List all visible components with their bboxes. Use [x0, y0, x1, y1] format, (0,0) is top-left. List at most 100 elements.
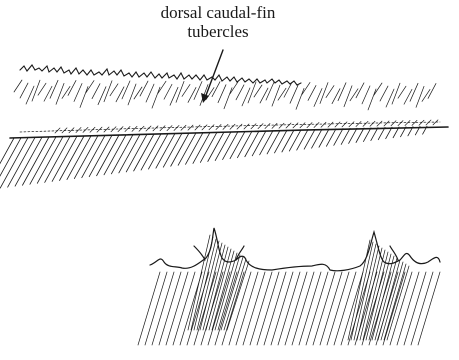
upper-hatch-stroke [74, 84, 82, 102]
upper-hatch-stroke [350, 89, 358, 101]
upper-hatch-stroke [224, 88, 232, 109]
closeup-hatch-stroke [313, 272, 335, 345]
upper-hatch-stroke [404, 89, 412, 104]
upper-hatch-stroke [230, 124, 235, 129]
lower-hatch-stroke [8, 137, 35, 187]
closeup-hatch-stroke [215, 253, 237, 330]
upper-hatch-stroke [128, 84, 136, 105]
upper-hatch-stroke [392, 83, 400, 104]
closeup-outline [150, 228, 440, 271]
tail-edge-drawing [0, 50, 448, 190]
upper-hatch-stroke [55, 128, 60, 133]
upper-hatch-stroke [368, 89, 376, 110]
lower-hatch-stroke [15, 137, 42, 186]
upper-hatch-stroke [56, 83, 64, 104]
closeup-hatch-stroke [306, 272, 328, 345]
closeup-hatch-stroke [221, 257, 243, 330]
upper-hatch-stroke [260, 88, 268, 103]
upper-hatch-stroke [374, 83, 382, 95]
annotation-arrow [205, 50, 223, 98]
upper-hatch-stroke [134, 87, 142, 99]
lower-hatch-stroke [67, 136, 91, 180]
upper-hatch-stroke [209, 125, 214, 130]
closeup-hatch-stroke [418, 272, 440, 345]
upper-hatch-stroke [272, 123, 277, 128]
upper-hatch-stroke [244, 124, 249, 129]
upper-hatch-stroke [110, 84, 118, 96]
upper-hatch-stroke [426, 120, 431, 125]
tubercle-row [20, 65, 301, 85]
lower-hatch-stroke [282, 130, 294, 152]
upper-hatch-stroke [344, 86, 352, 107]
upper-hatch-stroke [44, 86, 52, 101]
upper-hatch-stroke [164, 84, 172, 99]
upper-hatch-stroke [321, 122, 326, 127]
upper-hatch-stroke [104, 81, 112, 102]
closeup-hatch-stroke [285, 272, 307, 345]
upper-hatch-stroke [202, 125, 207, 130]
annotation-label-line2: tubercles [48, 22, 388, 42]
upper-hatch-stroke [370, 121, 375, 126]
upper-hatch-stroke [146, 84, 154, 102]
upper-hatch-stroke [320, 83, 328, 104]
upper-hatching [14, 80, 438, 133]
upper-hatch-stroke [160, 126, 165, 131]
upper-hatch-stroke [362, 86, 370, 104]
upper-hatch-stroke [86, 81, 94, 93]
upper-hatch-stroke [230, 82, 238, 94]
upper-hatch-stroke [307, 123, 312, 128]
upper-hatch-stroke [338, 83, 346, 101]
upper-hatch-stroke [153, 126, 158, 131]
upper-hatch-stroke [342, 122, 347, 127]
upper-hatch-stroke [152, 87, 160, 108]
upper-hatch-stroke [286, 123, 291, 128]
lower-hatch-stroke [37, 137, 63, 184]
lower-hatch-stroke [89, 135, 112, 177]
lower-hatch-stroke [119, 134, 140, 173]
upper-hatch-stroke [266, 82, 274, 100]
upper-hatch-stroke [296, 88, 304, 109]
upper-hatch-stroke [26, 86, 34, 104]
closeup-hatch-stroke [236, 272, 258, 345]
upper-hatch-stroke [278, 88, 286, 100]
upper-hatch-stroke [181, 125, 186, 130]
upper-hatch-stroke [242, 88, 250, 106]
lower-hatch-stroke [304, 129, 315, 149]
upper-hatch-stroke [167, 126, 172, 131]
lower-hatch-stroke [200, 132, 217, 162]
annotation-label-line1: dorsal caudal-fin [48, 3, 388, 23]
upper-hatch-stroke [237, 124, 242, 129]
lower-hatch-stroke [82, 135, 105, 177]
upper-hatch-stroke [188, 87, 196, 102]
lower-hatch-stroke [171, 133, 189, 166]
lower-hatch-stroke [245, 131, 259, 157]
upper-hatch-stroke [176, 81, 184, 102]
upper-hatch-stroke [302, 82, 310, 94]
closeup-hatch-stroke [208, 272, 230, 345]
upper-hatch-stroke [32, 80, 40, 101]
upper-hatch-stroke [272, 85, 280, 106]
upper-hatch-stroke [279, 123, 284, 128]
tubercle-closeup-drawing [138, 228, 440, 345]
upper-hatch-stroke [62, 86, 70, 98]
lower-hatch-stroke [289, 130, 301, 151]
upper-hatch-stroke [92, 84, 100, 99]
lower-hatch-stroke [104, 135, 126, 175]
closeup-hatch-stroke [264, 272, 286, 345]
upper-hatch-stroke [398, 86, 406, 98]
upper-hatch-stroke [188, 125, 193, 130]
lower-hatch-stroke [349, 128, 357, 143]
closeup-hatch-stroke [278, 272, 300, 345]
upper-hatch-stroke [174, 125, 179, 130]
upper-hatch-stroke [236, 85, 244, 100]
closeup-hatch-stroke [243, 272, 265, 345]
lower-hatch-stroke [297, 130, 308, 151]
closeup-hatch-stroke [271, 272, 293, 345]
arrowhead [201, 93, 209, 103]
lower-hatch-stroke [252, 131, 266, 156]
upper-hatch-stroke [223, 124, 228, 129]
upper-hatch-stroke [50, 80, 58, 98]
closeup-hatch-stroke [145, 272, 167, 345]
lower-hatch-stroke [237, 131, 252, 158]
